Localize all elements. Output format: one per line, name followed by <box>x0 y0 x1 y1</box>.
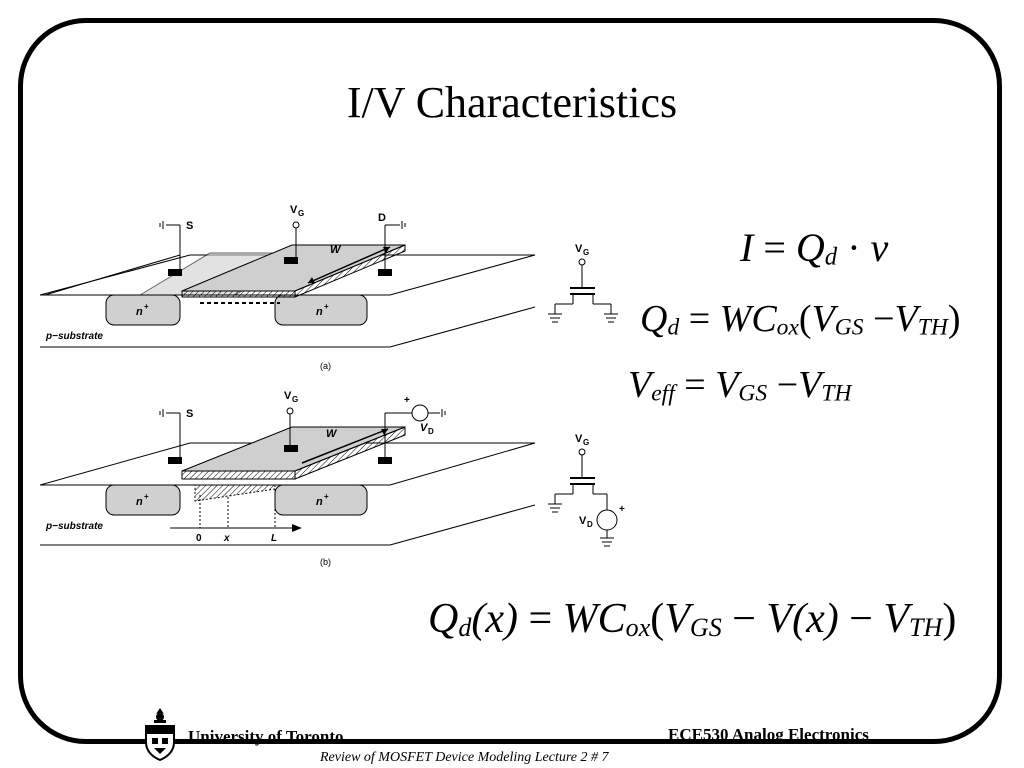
svg-text:+: + <box>144 492 149 501</box>
equation-current: I = Qd · v <box>740 225 889 271</box>
svg-text:V: V <box>579 515 587 527</box>
label-gate-a: V <box>290 204 298 216</box>
slide-title: I/V Characteristics <box>346 78 678 127</box>
footer-university: University of Toronto <box>188 727 344 746</box>
label-drain-a: D <box>378 212 386 224</box>
footer-lecture: Review of MOSFET Device Modeling Lecture… <box>320 750 609 765</box>
caption-b: (b) <box>320 557 331 567</box>
label-substrate-b: p−substrate <box>45 521 103 532</box>
equation-charge-position: Qd(x) = WCox(VGS − V(x) − VTH) <box>428 596 957 642</box>
svg-text:D: D <box>587 520 593 529</box>
label-n-right-a: n <box>316 306 323 318</box>
svg-text:+: + <box>324 492 329 501</box>
university-crest-icon <box>145 708 175 762</box>
tick-x: x <box>223 533 230 544</box>
tick-L: L <box>271 533 277 544</box>
svg-text:G: G <box>298 209 304 218</box>
label-width-a: W <box>330 244 342 256</box>
mosfet-structure-figure: S V G D W n + n + p−substrate (a) <box>40 204 536 567</box>
nmos-symbol-a: V G <box>548 243 618 323</box>
label-substrate-a: p−substrate <box>45 331 103 342</box>
label-n-left-b: n <box>136 496 143 508</box>
figure-b: S V G + V D W n + n + p−substrate 0 x L … <box>40 390 536 567</box>
caption-a: (a) <box>320 361 331 371</box>
svg-text:V: V <box>575 433 583 445</box>
label-source-b: S <box>186 408 193 420</box>
label-gate-b: V <box>284 390 292 402</box>
svg-text:G: G <box>583 438 589 447</box>
svg-text:V: V <box>575 243 583 255</box>
svg-text:G: G <box>292 395 298 404</box>
equation-charge: Qd = WCox(VGS −VTH) <box>640 298 961 341</box>
svg-text:+: + <box>619 504 625 515</box>
svg-text:D: D <box>428 427 434 436</box>
svg-text:+: + <box>324 302 329 311</box>
nmos-symbol-b: V G + V D <box>548 433 625 547</box>
label-source-a: S <box>186 220 193 232</box>
label-drain-b: V <box>420 422 429 434</box>
svg-text:+: + <box>144 302 149 311</box>
footer-course: ECE530 Analog Electronics <box>668 725 869 744</box>
svg-text:+: + <box>404 395 410 406</box>
equation-veff: Veff = VGS −VTH <box>628 364 852 407</box>
label-n-left-a: n <box>136 306 143 318</box>
tick-0: 0 <box>196 533 202 544</box>
svg-text:G: G <box>583 248 589 257</box>
figure-a: S V G D W n + n + p−substrate (a) <box>40 204 536 371</box>
label-width-b: W <box>326 428 338 440</box>
slide-frame <box>18 18 1002 744</box>
label-n-right-b: n <box>316 496 323 508</box>
